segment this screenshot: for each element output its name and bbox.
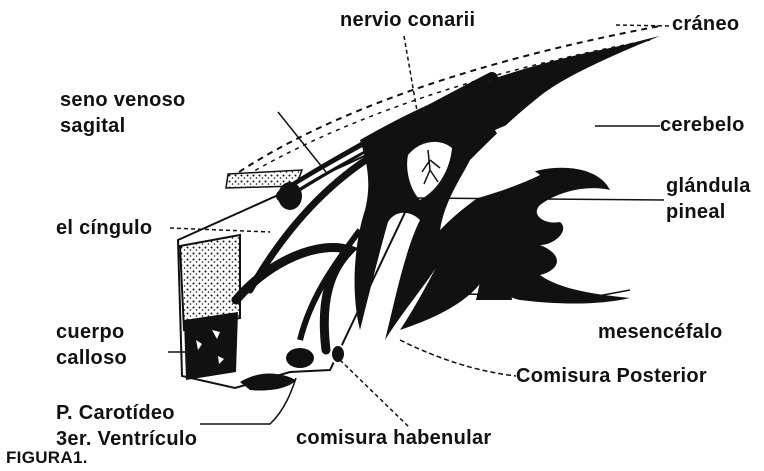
pointer-craneo [616, 25, 670, 26]
label-mesencefalo: mesencéfalo [598, 322, 722, 342]
label-craneo: cráneo [672, 14, 739, 34]
pointer-seno [278, 112, 326, 172]
label-cerebelo: cerebelo [660, 115, 745, 135]
pointer-habenular [340, 360, 410, 428]
label-carotideo: P. Carotídeo [56, 403, 175, 423]
pointer-comisura-post [400, 340, 516, 376]
label-comisura-posterior: Comisura Posterior [516, 366, 707, 386]
sinus-end [278, 182, 302, 210]
label-calloso: calloso [56, 348, 127, 368]
label-glandula: glándula [666, 176, 751, 196]
figure-caption: FIGURA1. [6, 449, 88, 466]
label-ventriculo: 3er. Ventrículo [56, 429, 197, 449]
label-pineal: pineal [666, 202, 726, 222]
label-cingulo: el cíngulo [56, 218, 152, 238]
label-comisura-habenular: comisura habenular [296, 428, 491, 448]
label-seno-venoso: seno venoso [60, 90, 186, 110]
pointer-glandula [416, 198, 664, 200]
corpus-callosum-lower [184, 312, 238, 380]
label-cuerpo: cuerpo [56, 322, 124, 342]
label-nervio-conarii: nervio conarii [340, 10, 475, 30]
pointer-mesencefalo-hook [598, 290, 630, 296]
label-sagital: sagital [60, 116, 125, 136]
